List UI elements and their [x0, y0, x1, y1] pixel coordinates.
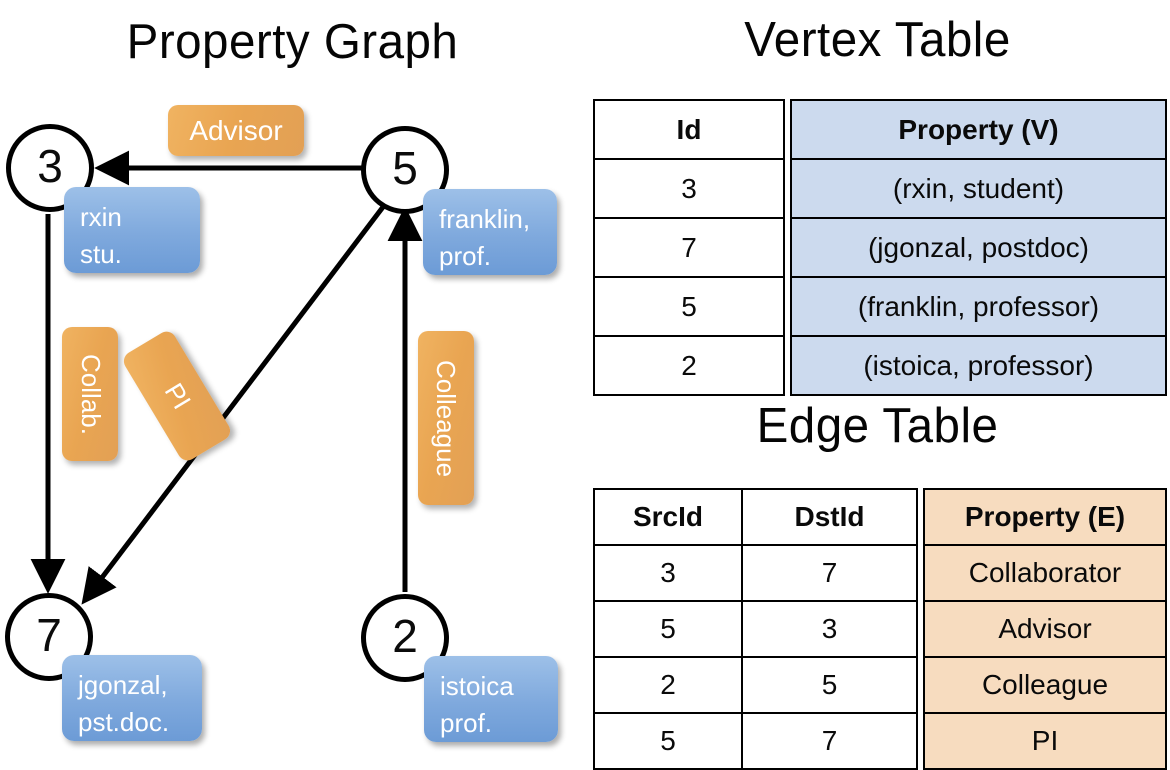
vertex-property-2-line1: istoica [440, 671, 514, 701]
edge-label-advisor: Advisor [168, 105, 304, 156]
edge-row-1-property: Advisor [923, 600, 1167, 658]
edge-row-2-src: 2 [593, 656, 743, 714]
edge-5-to-7 [81, 201, 388, 605]
vertex-property-box-5: franklin, prof. [423, 189, 557, 275]
page-title-property-graph: Property Graph [126, 15, 459, 69]
page-title-vertex-table: Vertex Table [744, 13, 1011, 67]
edge-table-header-property: Property (E) [923, 488, 1167, 546]
edge-label-colleague-text: Colleague [431, 359, 462, 477]
vertex-table-header-row: Id Property (V) [593, 99, 1167, 160]
edge-row-2-dst: 5 [741, 656, 918, 714]
edge-label-collab: Collab. [62, 327, 118, 461]
page-title-edge-table: Edge Table [756, 399, 999, 453]
vertex-row-3-property: (istoica, professor) [790, 335, 1167, 396]
vertex-row-1-id: 7 [593, 217, 785, 278]
vertex-row-2-property: (franklin, professor) [790, 276, 1167, 337]
vertex-table-header-property: Property (V) [790, 99, 1167, 160]
vertex-property-box-3: rxin stu. [64, 187, 200, 273]
edge-table: SrcId DstId Property (E) 3 7 Collaborato… [593, 488, 1167, 770]
edge-row-0-dst: 7 [741, 544, 918, 602]
table-row: 5 3 Advisor [593, 600, 1167, 658]
column-gap [784, 336, 791, 395]
vertex-row-1-property: (jgonzal, postdoc) [790, 217, 1167, 278]
edge-table-header-srcid: SrcId [593, 488, 743, 546]
column-gap [784, 277, 791, 336]
graph-vertex-3-id: 3 [37, 140, 63, 192]
vertex-property-2-line2: prof. [440, 707, 493, 738]
table-row: 2 (istoica, professor) [593, 335, 1167, 396]
column-gap [917, 545, 924, 601]
vertex-property-box-2: istoica prof. [424, 656, 558, 742]
vertex-row-0-id: 3 [593, 158, 785, 219]
edge-row-3-dst: 7 [741, 712, 918, 770]
graph-vertex-7-id: 7 [36, 609, 62, 661]
graph-vertex-5-id: 5 [392, 142, 418, 194]
table-row: 5 7 PI [593, 712, 1167, 770]
edge-label-collab-text: Collab. [75, 353, 106, 435]
column-gap [917, 713, 924, 769]
table-row: 7 (jgonzal, postdoc) [593, 217, 1167, 278]
column-gap [917, 657, 924, 713]
vertex-property-box-7: jgonzal, pst.doc. [62, 655, 202, 741]
edge-row-0-property: Collaborator [923, 544, 1167, 602]
vertex-row-2-id: 5 [593, 276, 785, 337]
property-graph-diagram: 3 5 7 2 rxin stu. franklin, prof. jgonza… [0, 0, 585, 760]
edge-row-1-src: 5 [593, 600, 743, 658]
column-gap [917, 489, 924, 545]
vertex-property-3-line2: stu. [80, 238, 122, 269]
edge-row-1-dst: 3 [741, 600, 918, 658]
graph-vertex-2-id: 2 [392, 610, 418, 662]
vertex-property-5-line2: prof. [439, 240, 492, 271]
edge-row-0-src: 3 [593, 544, 743, 602]
vertex-property-3-line1: rxin [80, 202, 122, 232]
column-gap [784, 159, 791, 218]
edge-row-3-property: PI [923, 712, 1167, 770]
table-row: 3 7 Collaborator [593, 544, 1167, 602]
edge-table-header-row: SrcId DstId Property (E) [593, 488, 1167, 546]
edge-label-advisor-text: Advisor [189, 114, 283, 146]
edge-row-2-property: Colleague [923, 656, 1167, 714]
column-gap [917, 601, 924, 657]
vertex-property-7-line2: pst.doc. [78, 706, 170, 737]
edge-label-colleague: Colleague [418, 331, 474, 505]
vertex-table: Id Property (V) 3 (rxin, student) 7 (jgo… [593, 99, 1167, 396]
vertex-row-0-property: (rxin, student) [790, 158, 1167, 219]
edge-row-3-src: 5 [593, 712, 743, 770]
vertex-table-header-id: Id [593, 99, 785, 160]
edge-label-pi-text: PI [158, 377, 197, 415]
column-gap [784, 218, 791, 277]
graph-edges-svg [30, 150, 423, 605]
vertex-property-5-line1: franklin, [439, 204, 531, 234]
column-gap [784, 100, 791, 159]
table-row: 2 5 Colleague [593, 656, 1167, 714]
graph-vertex-2[interactable]: 2 [361, 594, 449, 682]
table-row: 5 (franklin, professor) [593, 276, 1167, 337]
table-row: 3 (rxin, student) [593, 158, 1167, 219]
vertex-row-3-id: 2 [593, 335, 785, 396]
edge-table-header-dstid: DstId [741, 488, 918, 546]
vertex-property-7-line1: jgonzal, [78, 670, 168, 700]
